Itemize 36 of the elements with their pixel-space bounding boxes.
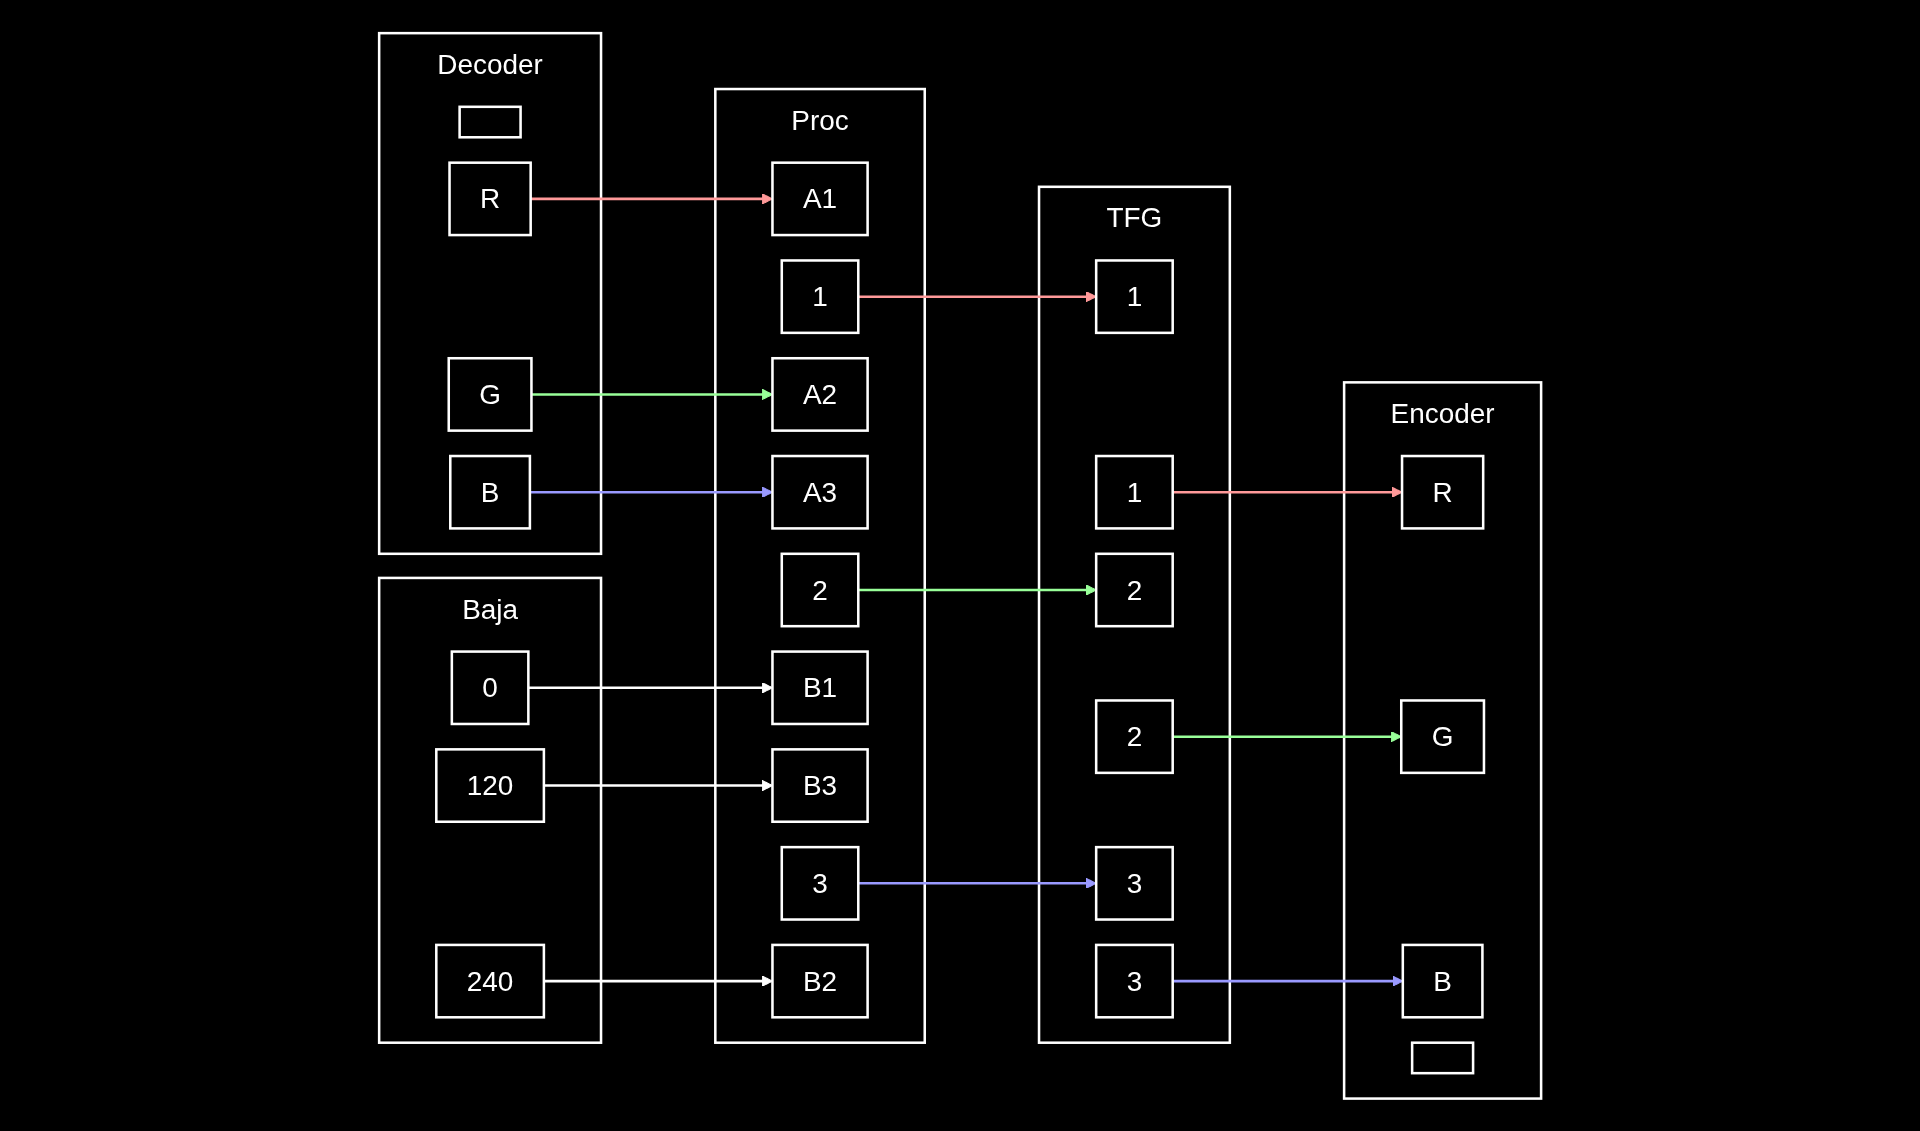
arrow xyxy=(1172,730,1402,742)
node-box: 2 xyxy=(780,552,860,628)
arrow xyxy=(531,388,773,400)
node-box: 1 xyxy=(1094,454,1174,530)
arrow xyxy=(530,192,773,205)
arrow xyxy=(858,877,1097,889)
node-box xyxy=(458,105,522,139)
node-box: A1 xyxy=(771,161,869,236)
node-box: B2 xyxy=(771,943,869,1019)
node-box: A2 xyxy=(771,356,869,432)
node-box: 3 xyxy=(1094,943,1174,1019)
arrow xyxy=(528,681,773,693)
node-box: 2 xyxy=(1094,552,1174,628)
node-box: G xyxy=(1399,698,1486,774)
arrow xyxy=(543,779,773,791)
node-box: G xyxy=(447,356,533,432)
arrow xyxy=(543,975,773,987)
node-box: 240 xyxy=(434,943,545,1019)
node-box: B3 xyxy=(771,747,869,823)
node-box: B xyxy=(1401,943,1484,1019)
arrow xyxy=(529,486,773,498)
node-box: R xyxy=(448,161,532,236)
node-box: 1 xyxy=(1094,258,1174,334)
node-box: 120 xyxy=(434,747,545,823)
node-box: B xyxy=(448,454,532,530)
node-box: R xyxy=(1400,454,1485,530)
node-box: 3 xyxy=(780,845,860,921)
node-box: 2 xyxy=(1094,698,1174,774)
node-box: A3 xyxy=(771,454,869,530)
node-box xyxy=(1410,1041,1475,1075)
node-box: 0 xyxy=(450,649,530,725)
arrow xyxy=(858,290,1097,302)
arrow xyxy=(858,584,1097,596)
node-box: 1 xyxy=(780,258,860,334)
node-box: B1 xyxy=(771,649,869,725)
node-box: 3 xyxy=(1094,845,1174,921)
